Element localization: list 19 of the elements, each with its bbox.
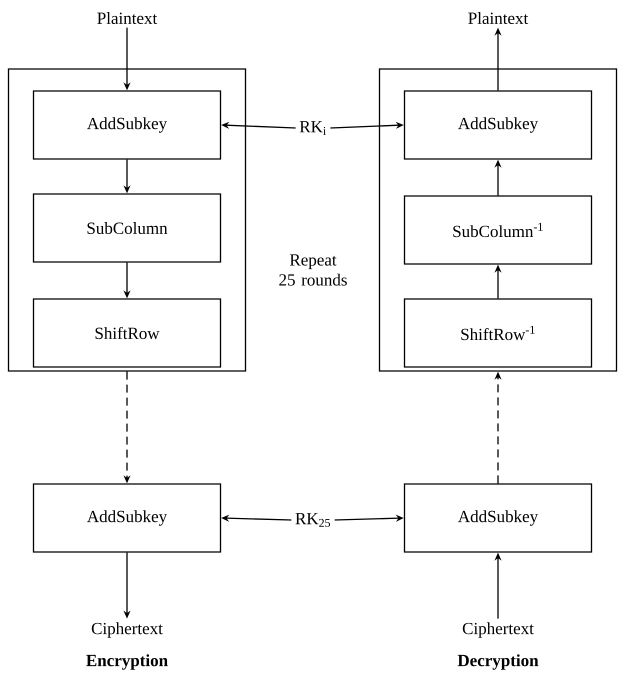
process-box: AddSubkey [32, 90, 222, 160]
process-box: AddSubkey [404, 90, 592, 160]
round-frame [8, 68, 246, 372]
process-box: AddSubkey [404, 483, 592, 553]
process-box: ShiftRow [32, 298, 222, 368]
key-label: RK$_{i}$ [300, 121, 326, 135]
process-box: AddSubkey [32, 483, 222, 553]
round-frame [378, 68, 618, 372]
process-box: SubColumn$^{-1}$ [404, 195, 592, 265]
text-label: Plaintext [97, 12, 158, 24]
process-box: SubColumn [32, 193, 222, 263]
note-label: Repeat 25 rounds [279, 254, 347, 286]
text-label: Ciphertext [92, 622, 163, 638]
text-label: Plaintext [468, 12, 528, 24]
caption-label: Encryption [86, 654, 168, 670]
process-box: ShiftRow$^{-1}$ [404, 298, 592, 368]
caption-label: Decryption [458, 654, 538, 670]
key-label: RK$_{25}$ [295, 513, 330, 527]
text-label: Ciphertext [462, 622, 534, 638]
